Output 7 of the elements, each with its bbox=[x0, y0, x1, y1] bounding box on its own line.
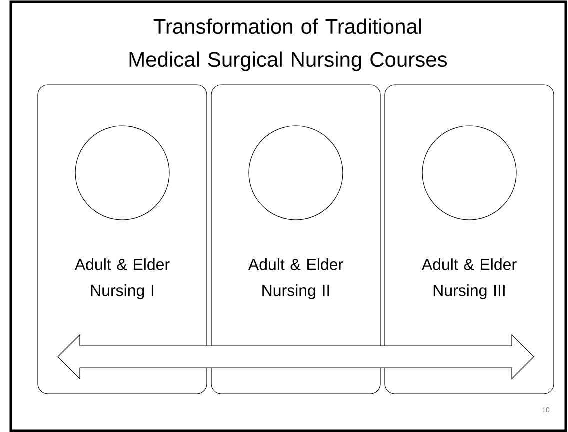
circle bbox=[422, 126, 517, 220]
panel: Adult & Elder Nursing I bbox=[38, 84, 208, 394]
circle bbox=[248, 126, 344, 220]
circle bbox=[75, 126, 170, 220]
panel: Adult & Elder Nursing II bbox=[211, 84, 381, 394]
title: Transformation of Traditional Medical Surgical Nursing Courses bbox=[130, 18, 448, 72]
panel: Adult & Elder Nursing III bbox=[384, 84, 554, 394]
